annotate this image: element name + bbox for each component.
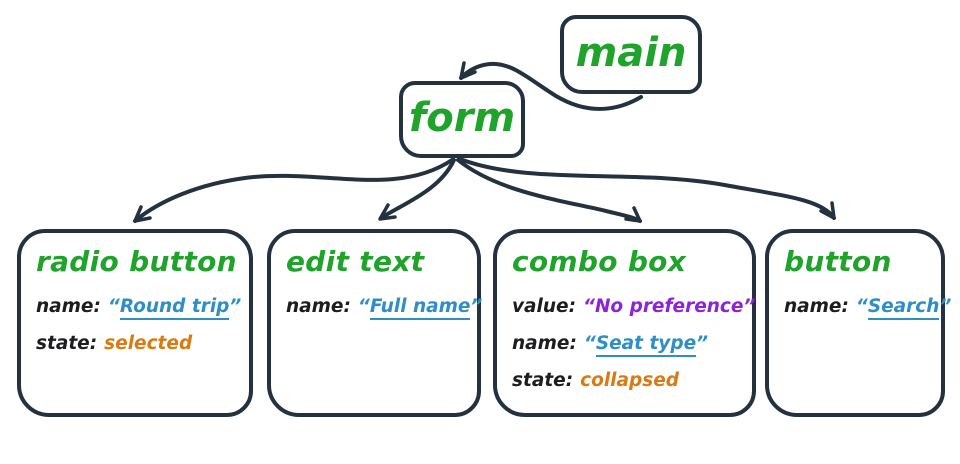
prop-name: name: “Search” xyxy=(784,295,951,320)
edge-form-to-button xyxy=(458,157,836,220)
node-main-label: main xyxy=(575,29,687,76)
node-form-label: form xyxy=(408,94,516,141)
arrowhead-combo-box xyxy=(624,206,642,223)
prop-value-current: “No preference” xyxy=(583,296,755,317)
arrowhead-radio-button xyxy=(133,205,152,223)
prop-state: state: collapsed xyxy=(512,370,738,392)
node-form: form xyxy=(399,81,525,158)
prop-value-state: selected xyxy=(104,332,193,354)
prop-value-text: Full name xyxy=(369,295,471,320)
prop-key: name: xyxy=(784,295,849,317)
arrowhead-form xyxy=(459,61,477,80)
node-radio-button-label: radio button xyxy=(36,245,237,278)
prop-value-name: “Seat type” xyxy=(583,332,709,357)
prop-value-state: collapsed xyxy=(580,370,680,392)
prop-key: name: xyxy=(36,295,101,317)
edge-form-to-combo-box xyxy=(456,158,642,223)
node-edit-text-label: edit text xyxy=(286,245,425,278)
prop-name: name: “Full name” xyxy=(286,295,482,320)
node-edit-text: edit text name: “Full name” xyxy=(267,229,482,417)
edge-form-to-edit-text xyxy=(379,158,456,220)
prop-key: state: xyxy=(512,370,574,392)
node-radio-button: radio button name: “Round trip” state: sel… xyxy=(17,229,253,417)
prop-value-name: “Full name” xyxy=(357,295,483,320)
prop-key: name: xyxy=(286,295,351,317)
arrowhead-button xyxy=(819,201,836,220)
node-button: button name: “Search” xyxy=(765,229,951,417)
open-quote: “ xyxy=(583,295,595,317)
close-quote: ” xyxy=(743,295,756,317)
close-quote: ” xyxy=(939,295,952,317)
prop-value-name: “Search” xyxy=(855,295,952,320)
prop-key: name: xyxy=(512,332,577,354)
prop-value-text: Round trip xyxy=(119,295,230,320)
prop-key: value: xyxy=(512,295,577,317)
close-quote: ” xyxy=(696,332,709,354)
prop-value-name: “Round trip” xyxy=(107,295,242,320)
close-quote: ” xyxy=(229,295,242,317)
prop-key: state: xyxy=(36,332,98,354)
edge-form-to-radio-button xyxy=(133,158,454,223)
node-combo-box: combo box value:“No preference” name:“Se… xyxy=(493,229,756,417)
node-button-label: button xyxy=(784,245,892,278)
prop-state: state: selected xyxy=(36,333,235,355)
node-main: main xyxy=(560,15,702,94)
prop-value-text: Seat type xyxy=(595,332,697,357)
close-quote: ” xyxy=(470,295,483,317)
prop-value-text: Search xyxy=(867,295,940,320)
prop-value: value: “No preference” xyxy=(512,295,755,318)
prop-name: name: “Seat type” xyxy=(512,332,738,357)
node-combo-box-label: combo box xyxy=(512,245,687,278)
prop-value-text: No preference xyxy=(594,295,744,317)
open-quote: “ xyxy=(357,295,370,317)
prop-name: name: “Round trip” xyxy=(36,295,241,320)
open-quote: “ xyxy=(855,295,868,317)
open-quote: “ xyxy=(107,295,120,317)
arrowhead-edit-text xyxy=(378,203,397,221)
open-quote: “ xyxy=(583,332,596,354)
